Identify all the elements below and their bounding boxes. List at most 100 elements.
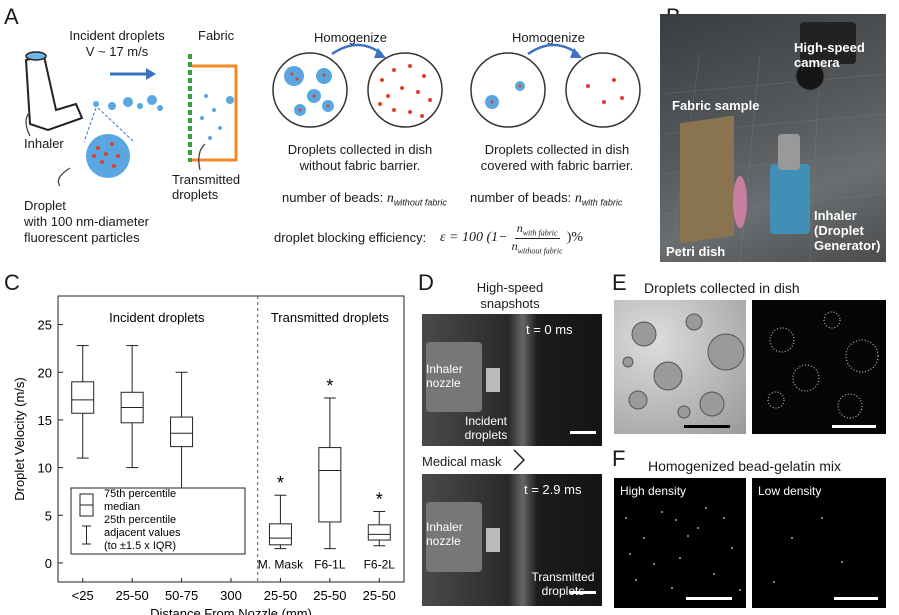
collected-without-2: without fabric barrier. (299, 158, 421, 173)
scale-bar-d1 (570, 431, 596, 434)
y-tick-label: 5 (45, 508, 52, 523)
efficiency-equation: ε = 100 (1− nwith fabric nwithout fabric… (440, 218, 583, 258)
transmitted-droplets-label: Transmitted droplets (172, 172, 241, 202)
droplet-caption-2: with 100 nm-diameter (24, 214, 149, 229)
panel-f-title: Homogenized bead-gelatin mix (648, 458, 841, 474)
y-tick-label: 25 (38, 318, 52, 333)
boxes: * M. Mask * F6-1L *F6-2L (71, 345, 396, 572)
eq-den-sub: without fabric (517, 245, 563, 255)
y-axis-label: Droplet Velocity (m/s) (12, 377, 27, 501)
inhaler-label: Inhaler (24, 136, 64, 151)
x-tick-label: 25-50 (363, 588, 396, 603)
fabric-label: M. Mask (258, 558, 304, 572)
eq-den: n (511, 238, 518, 253)
iqr-box (268, 523, 292, 546)
time-0: t = 0 ms (526, 322, 573, 337)
homogenize-label-2: Homogenize (512, 30, 585, 45)
droplets-fluorescent (752, 300, 886, 434)
high-density-label: High density (620, 484, 687, 498)
velocity-label: V ~ 17 m/s (85, 44, 149, 59)
legend-p25: 25th percentile (104, 514, 176, 526)
legend-adjacent-2: (to ±1.5 x IQR) (104, 540, 176, 552)
scale-bar-e2 (832, 425, 876, 428)
homogenize-diagrams (272, 43, 641, 128)
fabric-label: F6-2L (364, 558, 396, 572)
high-density-dots (625, 507, 741, 591)
snapshots-title-2: snapshots (480, 296, 540, 311)
panel-label-f: F (612, 446, 626, 471)
nozzle-tip-1 (486, 368, 500, 392)
medical-mask-label: Medical mask (422, 454, 502, 469)
brightfield-drops (622, 313, 745, 419)
y-tick-label: 0 (45, 556, 52, 571)
nozzle-shape-1 (426, 342, 482, 412)
low-density-dots (773, 517, 843, 583)
x-axis-label: Distance From Nozzle (mm) (150, 606, 312, 615)
incident-droplets-d: Incident droplets (464, 414, 508, 442)
collected-without-1: Droplets collected in dish (287, 142, 433, 157)
snapshot-t29 (422, 474, 602, 606)
mask-arrows-icon (513, 449, 526, 471)
y-tick-label: 15 (38, 413, 52, 428)
transmitted-droplets-d: Transmitted droplets (531, 570, 595, 598)
collected-with-2: covered with fabric barrier. (480, 158, 634, 173)
x-tick-label: 25-50 (313, 588, 346, 603)
fabric-label: F6-1L (314, 558, 346, 572)
setup-photo-drawing (660, 22, 886, 262)
box-4: * M. Mask (258, 473, 304, 571)
fabric-sample-label: Fabric sample (672, 98, 760, 113)
group-label-incident: Incident droplets (109, 310, 205, 325)
petri-dish-label: Petri dish (666, 244, 726, 259)
eq-num-sub: with fabric (522, 228, 558, 238)
eq-num: n (516, 221, 523, 236)
setup-photo (660, 14, 886, 262)
panel-e-title: Droplets collected in dish (644, 280, 800, 296)
box-2 (170, 371, 194, 491)
beads-label-without: number of beads: (282, 190, 384, 205)
nozzle-label-2: Inhaler nozzle (426, 520, 463, 548)
x-tick-label: 300 (220, 588, 242, 603)
x-tick-label: 25-50 (116, 588, 149, 603)
droplet-caption-1: Droplet (24, 198, 66, 213)
beads-sub-with: with fabric (581, 197, 623, 208)
beads-without: number of beads: nwithout fabric (282, 190, 447, 208)
significance-star: * (326, 376, 333, 396)
iqr-box (318, 447, 342, 523)
spray-droplets (93, 95, 163, 111)
iqr-box (367, 524, 391, 541)
beads-with: number of beads: nwith fabric (470, 190, 622, 208)
scale-bar-f1 (686, 597, 732, 600)
y-tick-label: 10 (38, 461, 52, 476)
camera-label: High-speed camera (794, 40, 865, 70)
panel-label-a: A (4, 4, 19, 29)
eq-rhs: )% (566, 230, 584, 245)
beads-var-with: n (574, 191, 582, 206)
significance-star: * (277, 473, 284, 493)
beads-sub-without: without fabric (393, 197, 447, 208)
group-label-transmitted: Transmitted droplets (271, 310, 390, 325)
iqr-box (71, 381, 95, 414)
box-6: *F6-2L (364, 489, 396, 571)
homogenize-label-1: Homogenize (314, 30, 387, 45)
legend-p75: 75th percentile (104, 488, 176, 500)
x-tick-label: 25-50 (264, 588, 297, 603)
legend-adjacent-1: adjacent values (104, 527, 181, 539)
inhaler-icon (24, 51, 84, 132)
snapshot-t0 (422, 314, 602, 446)
low-density-label: Low density (758, 484, 822, 498)
x-tick-label: <25 (72, 588, 94, 603)
incident-droplets-label: Incident droplets (69, 28, 165, 43)
y-tick-label: 20 (38, 365, 52, 380)
droplet-caption-3: fluorescent particles (24, 230, 140, 245)
inhaler-generator-label: Inhaler (Droplet Generator) (814, 208, 881, 253)
high-density-image (614, 478, 746, 608)
fabric-label: Fabric (198, 28, 235, 43)
beads-var-without: n (386, 191, 394, 206)
box-1 (120, 345, 144, 469)
snapshots-title-1: High-speed (476, 280, 544, 295)
panel-label-e: E (612, 270, 627, 295)
low-density-image (752, 478, 886, 608)
collected-with-1: Droplets collected in dish (484, 142, 630, 157)
panel-a-schematic (24, 51, 238, 187)
